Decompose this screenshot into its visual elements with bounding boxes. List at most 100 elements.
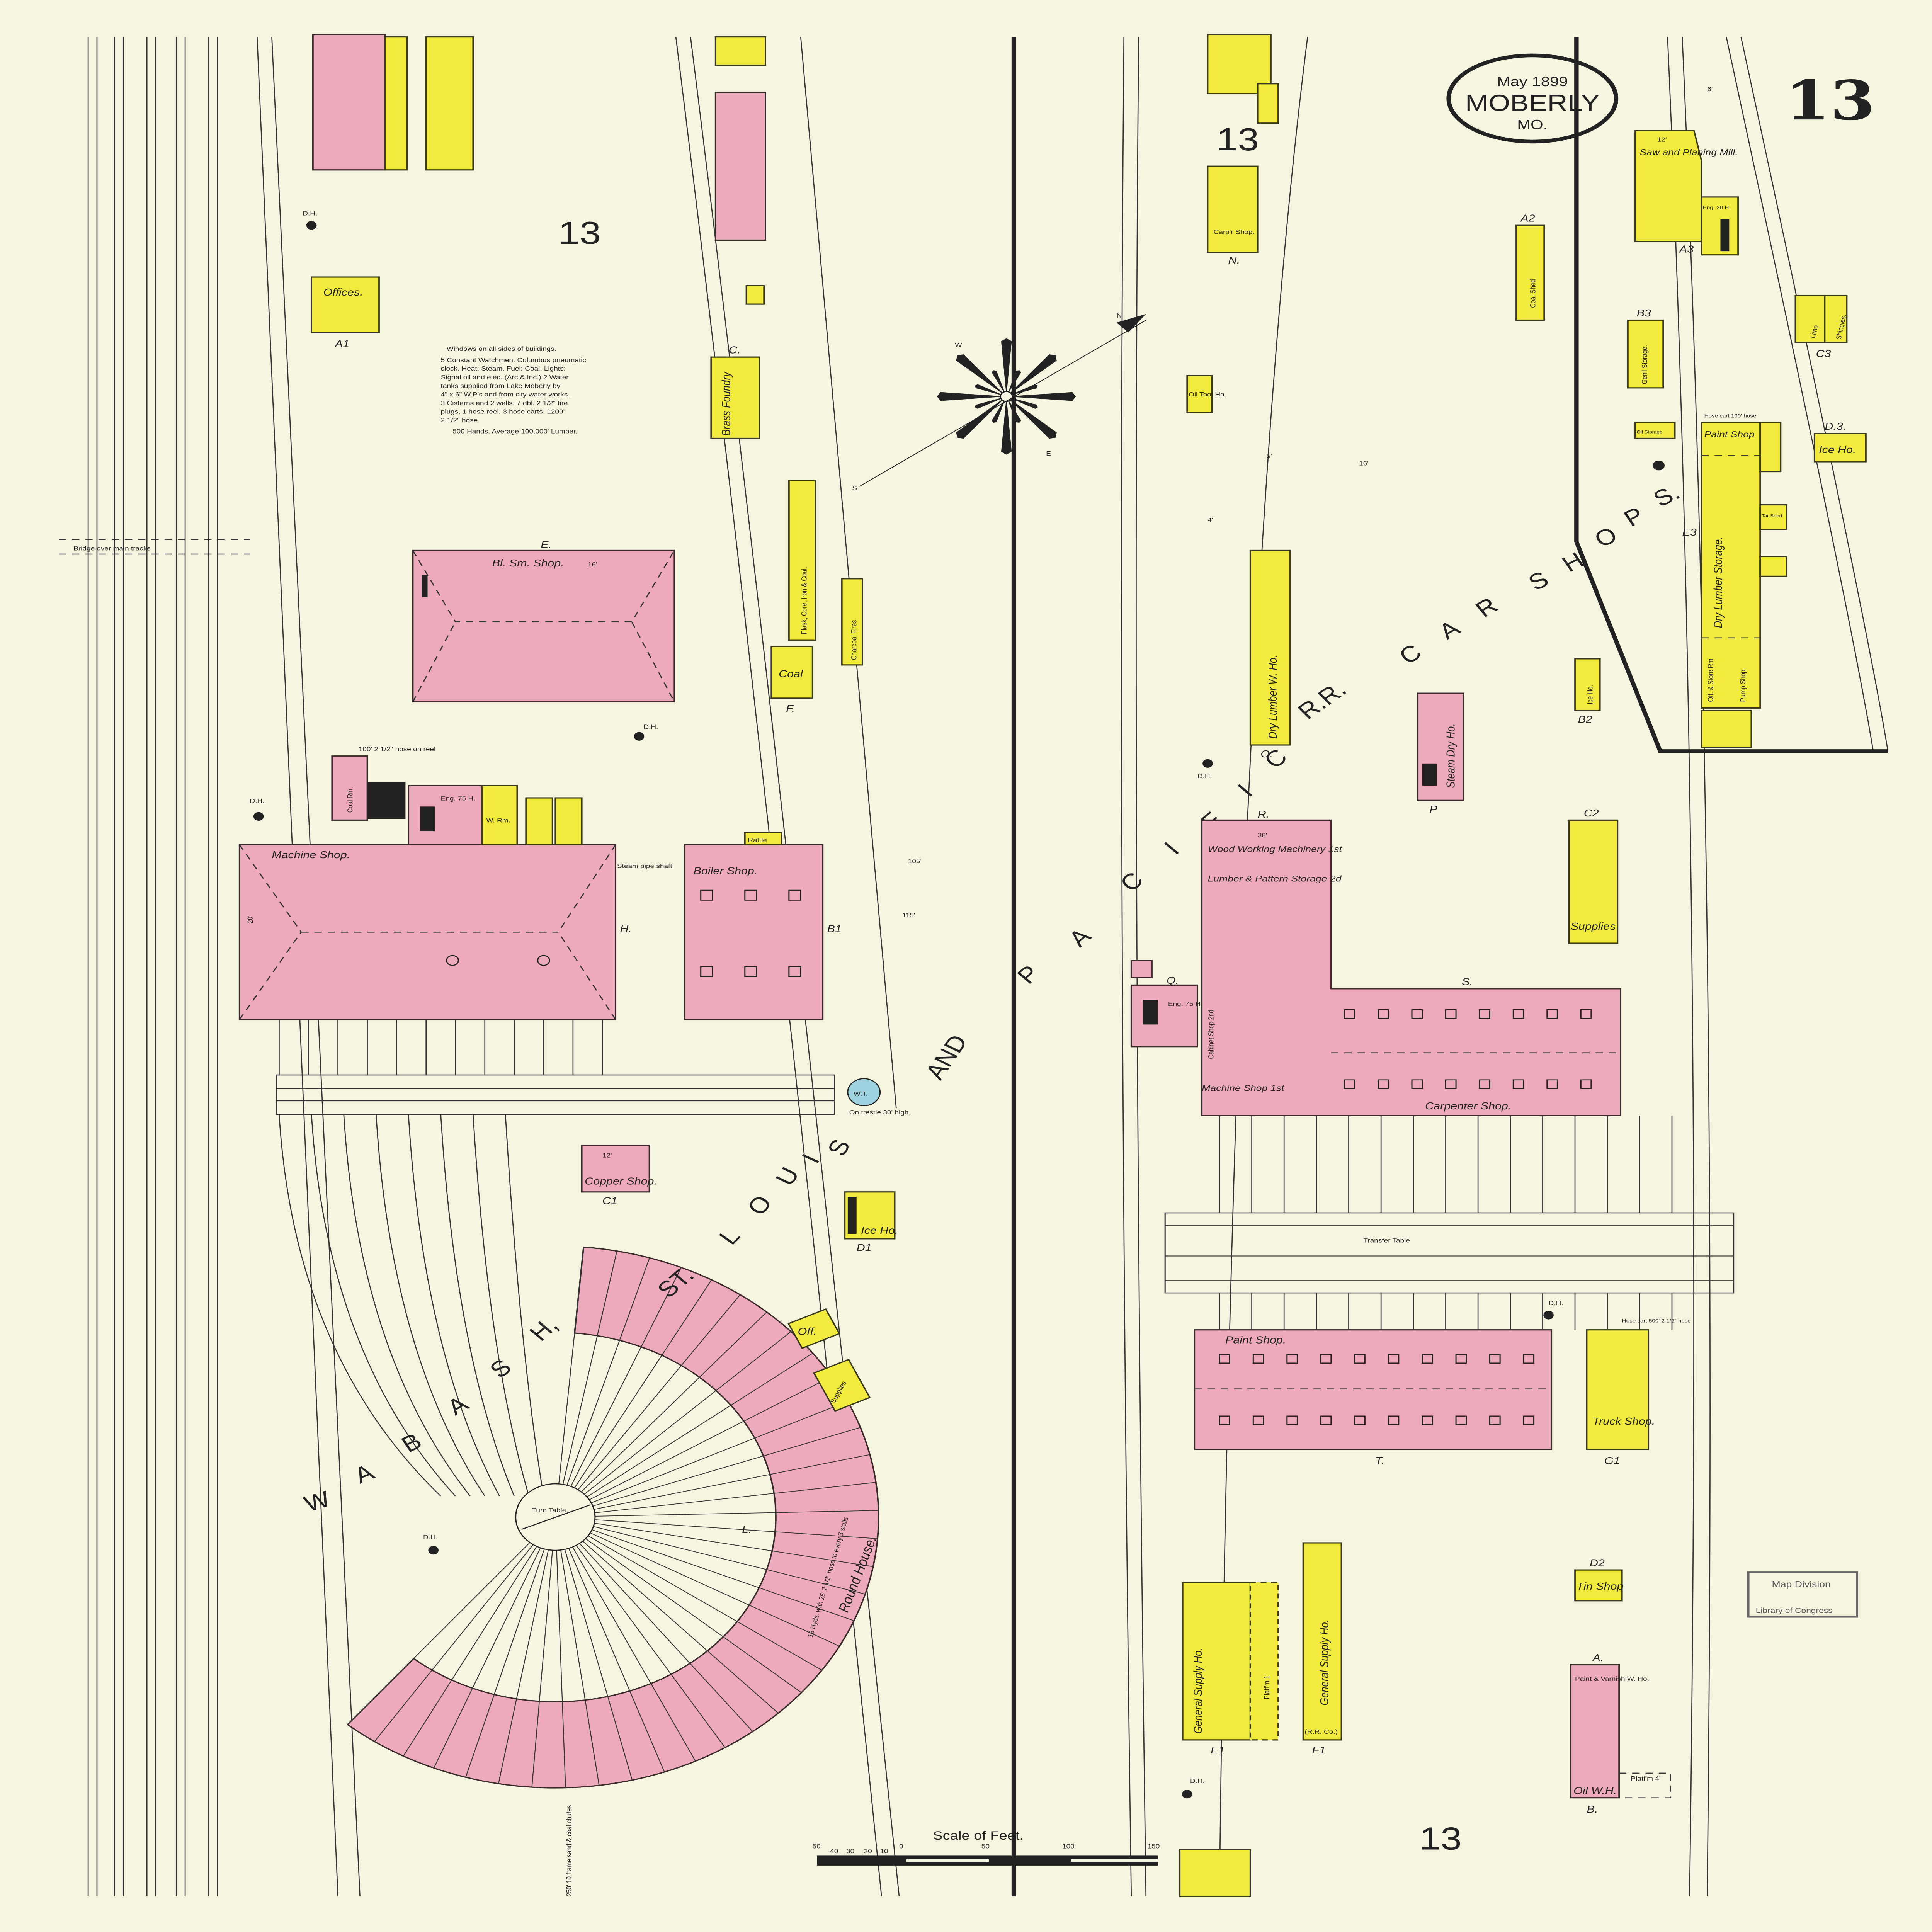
- track: [1726, 37, 1874, 752]
- blacksmith-id: E.: [541, 539, 552, 550]
- paint-varnish-id: A.: [1592, 1652, 1604, 1663]
- blacksmith-label: Bl. Sm. Shop.: [492, 558, 564, 568]
- tin-shop-label: Tin Shop: [1577, 1581, 1623, 1592]
- track: [311, 1114, 456, 1497]
- window: [1580, 1009, 1592, 1019]
- building-lime-shingles: Lime Shingles. C3: [1794, 295, 1848, 359]
- brass-foundry-id: C.: [729, 345, 740, 355]
- dry-lumber-wh-label: Dry Lumber W. Ho.: [1266, 655, 1279, 739]
- title-city: MOBERLY: [1465, 90, 1600, 116]
- supplies-c2-id: C2: [1584, 808, 1599, 818]
- window: [1286, 1415, 1298, 1425]
- compass-ray: [937, 392, 1007, 401]
- section-number: 13: [1419, 1821, 1462, 1857]
- paint-shop-t-id: T.: [1375, 1455, 1384, 1466]
- dim: 115': [902, 912, 915, 919]
- rr-letter: I: [1232, 780, 1258, 801]
- ice-house-d3-label: Ice Ho.: [1819, 444, 1856, 455]
- note-line: 2 1/2" hose.: [441, 417, 480, 424]
- building-top-center-pink: [714, 92, 766, 241]
- ice-house-d1-label: Ice Ho.: [861, 1225, 898, 1236]
- building-machine-shop: Machine Shop. H.: [238, 844, 632, 1020]
- track: [376, 1114, 485, 1497]
- compass-ray: [956, 396, 1007, 439]
- ice-house-b2-id: B2: [1578, 714, 1593, 725]
- window: [1479, 1009, 1491, 1019]
- dim: 38': [1258, 832, 1267, 838]
- building-top-center: [714, 36, 766, 66]
- stall-track: [588, 1535, 822, 1671]
- cabinet-shop-label: Cabinet Shop 2nd: [1207, 1010, 1215, 1059]
- saw-mill-label: Saw and Planing Mill.: [1639, 148, 1738, 157]
- stall-track: [564, 1549, 633, 1781]
- track: [1740, 37, 1889, 752]
- ice-house-b2-label: Ice Ho.: [1586, 685, 1594, 704]
- building-steam-dry-house: Steam Dry Ho. P: [1417, 692, 1464, 815]
- building-bottom-yard: [1701, 710, 1752, 748]
- stall-track: [568, 1548, 665, 1772]
- stall-track: [592, 1427, 861, 1507]
- offices-label: Offices.: [323, 287, 363, 298]
- stall-track: [595, 1519, 878, 1539]
- offices-id: A1: [334, 338, 349, 349]
- window: [1320, 1354, 1332, 1364]
- compass-rose: N S E W: [852, 312, 1146, 492]
- window: [1455, 1354, 1467, 1364]
- building-ice-house-b2: Ice Ho. B2: [1574, 658, 1601, 725]
- building-wash-house: [554, 797, 583, 845]
- window: [1580, 1079, 1592, 1089]
- building-blacksmith-shop: Bl. Sm. Shop. E.: [412, 539, 675, 703]
- notes-block: Windows on all sides of buildings. 5 Con…: [441, 345, 587, 435]
- scale-tick: 100: [1062, 1843, 1075, 1850]
- window: [1422, 1415, 1433, 1425]
- building-charcoal: Charcoal Fires: [841, 578, 863, 666]
- track: [473, 1114, 530, 1497]
- rr-letter: A: [1434, 616, 1465, 644]
- note-line: 3 Cisterns and 2 wells. 7 dbl. 2 1/2" fi…: [441, 400, 568, 406]
- stall-track: [592, 1529, 854, 1621]
- oil-wh-platform: Platf'm 4': [1631, 1775, 1661, 1782]
- building-rattle: Rattle: [744, 832, 782, 845]
- building-carp-shop: Carp'r Shop. N.: [1207, 165, 1259, 265]
- building-paint-shop-t: Paint Shop. T.: [1194, 1329, 1553, 1466]
- building-oil-tool-house: Oil Tool Ho.: [1186, 375, 1226, 413]
- transfer-table: Transfer Table: [1164, 1212, 1735, 1294]
- compass-ray: [1006, 396, 1038, 409]
- stall-track: [570, 1267, 682, 1487]
- compass-ray: [992, 370, 1007, 397]
- stall-track: [581, 1311, 767, 1492]
- hose-reel-note: 100' 2 1/2" hose on reel: [359, 745, 435, 752]
- transfer-table-left: [276, 1074, 835, 1115]
- hose-cart-note: Hose cart 500' 2 1/2" hose: [1622, 1318, 1691, 1324]
- building-paint-varnish: Paint & Varnish W. Ho. A. Oil W.H. Platf…: [1570, 1652, 1671, 1815]
- building-supplies-l: Supplies: [813, 1359, 871, 1412]
- paint-varnish-label: Paint & Varnish W. Ho.: [1575, 1675, 1649, 1682]
- building-engine: Eng. 75 H.: [408, 785, 483, 845]
- rr-letter: A: [442, 1391, 473, 1420]
- wood-working-label-1: Wood Working Machinery 1st: [1208, 845, 1342, 854]
- off-label: Off.: [798, 1326, 817, 1337]
- stamp-line-1: Map Division: [1772, 1580, 1831, 1590]
- rr-letter: S.: [1648, 480, 1685, 512]
- building-ice-house-d3: Ice Ho. D.3.: [1813, 421, 1867, 463]
- dry-lumber-wh-id: O.: [1260, 748, 1273, 759]
- wood-working-id: R.: [1258, 809, 1269, 820]
- rr-letter: C: [1115, 867, 1149, 896]
- truck-shop-label: Truck Shop.: [1593, 1416, 1655, 1427]
- turn-table-spokes: [347, 1247, 879, 1788]
- building-gen-storage: Gen'l Storage. B3: [1627, 308, 1664, 389]
- building-offices: Offices. A1: [311, 276, 380, 349]
- building-engine-q: Eng. 75 H. Q.: [1130, 960, 1203, 1048]
- window: [1344, 1079, 1355, 1089]
- general-supply-f1-owner: (R.R. Co.): [1304, 1728, 1338, 1735]
- dh-label: D.H.: [1549, 1299, 1563, 1306]
- stall-track: [578, 1294, 741, 1490]
- title-date: May 1899: [1497, 74, 1568, 89]
- general-supply-e1-id: E1: [1211, 1745, 1225, 1755]
- bridge-label: Bridge over main tracks: [73, 545, 151, 552]
- rr-letter: A: [350, 1460, 378, 1488]
- paint-shop-e3-id: E3: [1682, 527, 1697, 538]
- stall-track: [433, 1548, 541, 1769]
- building-top-left: [312, 34, 386, 171]
